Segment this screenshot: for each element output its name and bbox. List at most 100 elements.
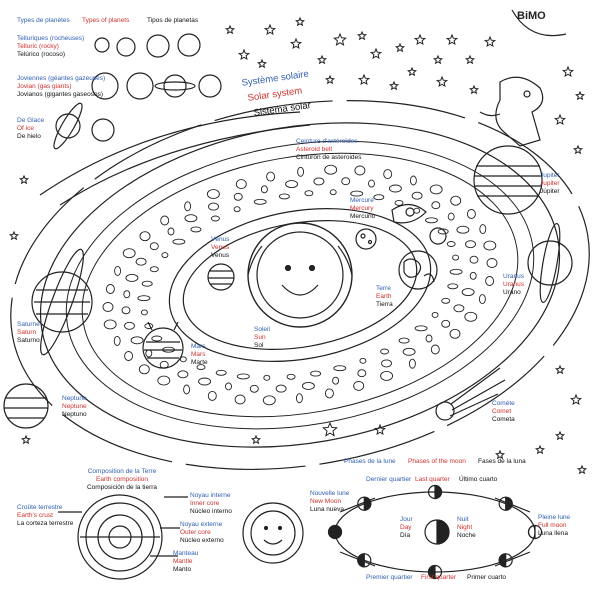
comet-es: Cometa: [492, 416, 515, 423]
asteroid-icon: [157, 375, 171, 386]
new-moon-en: New Moon: [310, 498, 342, 505]
asteroid-icon: [479, 224, 487, 235]
asteroid-icon: [249, 384, 259, 393]
star-icon: [555, 430, 565, 441]
asteroid-icon: [450, 195, 462, 206]
asteroid-icon: [437, 228, 449, 235]
asteroid-icon: [149, 242, 159, 251]
saturn-fr: Saturne: [17, 321, 40, 328]
asteroid-icon: [184, 214, 198, 223]
outer-core-fr: Noyau externe: [180, 521, 223, 528]
star-icon: [553, 113, 567, 126]
asteroid-icon: [425, 334, 433, 343]
asteroid-icon: [408, 358, 416, 369]
day-en: Day: [400, 524, 412, 531]
star-icon: [369, 47, 383, 60]
asteroid-icon: [411, 191, 423, 200]
legend-telluric-en: Telluric (rocky): [17, 43, 59, 50]
asteroid-icon: [236, 373, 250, 380]
small-sun-icon: [242, 502, 304, 564]
asteroid-icon: [449, 268, 463, 275]
asteroid-icon: [297, 166, 305, 177]
asteroid-icon: [398, 337, 410, 344]
asteroid-icon: [172, 238, 186, 245]
moon-phase-icon: [427, 484, 443, 500]
legend-ice-fr: De Glace: [17, 117, 45, 124]
asteroid-icon: [483, 240, 497, 251]
asteroid-icon: [449, 328, 461, 339]
asteroid-icon: [357, 369, 367, 378]
asteroid-icon: [301, 381, 315, 390]
asteroid-icon: [102, 302, 114, 312]
new-moon-es: Luna nueva: [310, 506, 344, 513]
neptune-fr: Neptune: [62, 395, 87, 402]
asteroid-icon: [414, 325, 428, 332]
asteroid-icon: [275, 384, 287, 393]
crust-en: Earth's crust: [17, 512, 53, 519]
moon-title-en: Phases of the moon: [408, 458, 466, 465]
asteroid-icon: [447, 283, 459, 290]
moon-phase-icon: [357, 553, 372, 568]
asteroid-icon: [429, 184, 443, 195]
asteroid-icon: [278, 193, 290, 200]
earth-comp-title-en: Earth composition: [95, 476, 149, 483]
asteroid-icon: [198, 377, 212, 386]
star-icon: [257, 58, 267, 69]
asteroid-icon: [486, 258, 498, 268]
stars: [9, 16, 587, 475]
jupiter-es: Júpiter: [540, 188, 560, 195]
earth-cross-section-icon: [58, 494, 188, 580]
asteroid-icon: [359, 357, 367, 364]
star-icon: [237, 48, 251, 61]
legend-ice-es: De hielo: [17, 133, 41, 140]
mercury-es: Mercurio: [350, 213, 376, 220]
legend-jovian-es: Jovianos (gigantes gaseosos): [17, 91, 103, 98]
asteroid-icon: [469, 271, 477, 280]
asteroid-icon: [124, 351, 134, 361]
crust-fr: Croûte terrestre: [17, 504, 63, 511]
asteroid-icon: [122, 248, 136, 259]
last-quarter-en: Last quarter: [415, 476, 450, 483]
asteroid-icon: [151, 335, 163, 342]
asteroid-icon: [130, 336, 144, 345]
asteroid-icon: [262, 395, 276, 406]
star-icon: [555, 364, 565, 375]
moon-title-fr: Phases de la lune: [344, 458, 396, 465]
star-icon: [561, 65, 575, 78]
moon-title-es: Fases de la luna: [478, 458, 526, 465]
star-icon: [225, 24, 235, 35]
neptune-es: Neptuno: [62, 411, 87, 418]
crust-es: La corteza terrestre: [17, 520, 74, 527]
comet-icon: [435, 367, 506, 421]
sun-en: Sun: [254, 334, 266, 341]
asteroid-icon: [233, 206, 241, 213]
star-icon: [373, 423, 387, 436]
uranus-icon: [527, 222, 573, 304]
asteroid-icon: [381, 359, 392, 368]
day-fr: Jour: [400, 516, 413, 523]
star-icon: [251, 434, 261, 445]
night-en: Night: [457, 524, 473, 531]
venus-fr: Vénus: [211, 236, 230, 243]
asteroid-icon: [329, 189, 337, 196]
asteroid-icon: [139, 231, 151, 242]
inner-core-es: Núcleo interno: [190, 508, 232, 515]
asteroid-icon: [105, 284, 115, 294]
mars-es: Marte: [191, 359, 208, 366]
last-quarter-es: Último cuarto: [459, 476, 498, 483]
saturn-en: Saturn: [17, 329, 37, 336]
mars-fr: Mars: [191, 343, 206, 350]
star-icon: [19, 174, 29, 185]
asteroid-icon: [368, 179, 375, 188]
asteroid-icon: [413, 207, 421, 214]
star-icon: [325, 74, 335, 85]
inner-core-en: Inner core: [190, 500, 220, 507]
legend-header-es: Tipos de planetas: [147, 17, 199, 24]
asteroid-icon: [285, 180, 299, 189]
earth-es: Tierra: [376, 301, 393, 308]
asteroid-icon: [466, 209, 476, 219]
asteroid-icon: [295, 393, 303, 404]
star-icon: [357, 30, 367, 41]
asteroid-icon: [447, 212, 455, 221]
